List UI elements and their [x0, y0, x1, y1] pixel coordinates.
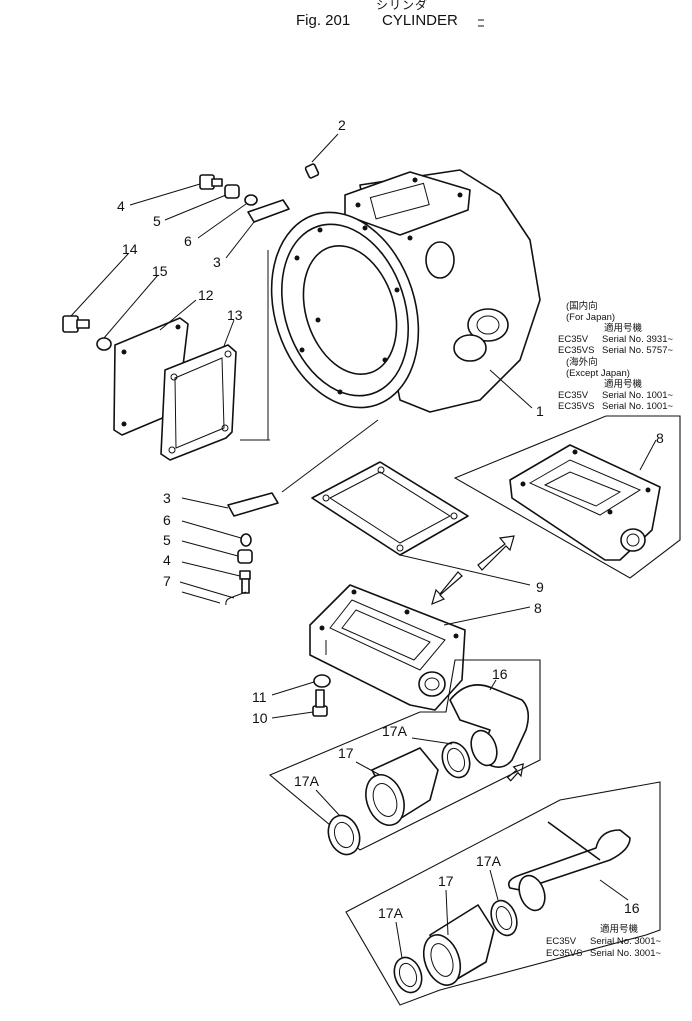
callout-16-upper: 16 — [492, 666, 508, 682]
row1-serial: Serial No. 3931~ — [602, 334, 673, 345]
lower-small-parts — [179, 492, 279, 606]
callout-10: 10 — [252, 710, 268, 726]
mount-bolt-parts — [271, 674, 331, 719]
applic-jp-2: 適用号機 — [604, 378, 643, 390]
left-cover-parts — [62, 250, 379, 493]
callout-1: 1 — [536, 403, 544, 419]
callout-12: 12 — [198, 287, 214, 303]
row1-model: EC35V — [558, 334, 589, 345]
row2-model: EC35VS — [558, 345, 594, 356]
callout-16-lower: 16 — [624, 900, 640, 916]
callout-4: 4 — [117, 198, 125, 214]
serial-note-lower: 適用号機 EC35V Serial No. 3001~ EC35VS Seria… — [546, 923, 661, 959]
callout-3: 3 — [213, 254, 221, 270]
page-title: CYLINDER — [382, 12, 458, 29]
top-small-parts — [129, 133, 339, 259]
callout-17A-2: 17A — [294, 773, 320, 789]
upper-right-variant — [453, 415, 681, 579]
callout-3-lower: 3 — [163, 490, 171, 506]
figure-number: Fig. 201 — [296, 12, 350, 29]
lower-row2-model: EC35VS — [546, 948, 582, 959]
serial-note-upper: (国内向 (For Japan) 適用号機 EC35V Serial No. 3… — [558, 300, 673, 412]
cylinder-body-part — [270, 169, 541, 413]
middle-fitting-frame — [268, 659, 541, 851]
callout-17A-4: 17A — [378, 905, 404, 921]
lower-row1-serial: Serial No. 3001~ — [590, 936, 661, 947]
except-japan: (Except Japan) — [566, 368, 630, 379]
callout-13: 13 — [227, 307, 243, 323]
callout-17A-1: 17A — [382, 723, 408, 739]
japan-jp: (国内向 — [566, 300, 598, 312]
callout-6: 6 — [184, 233, 192, 249]
callout-15: 15 — [152, 263, 168, 279]
lower-row2-serial: Serial No. 3001~ — [590, 948, 661, 959]
row3-serial: Serial No. 1001~ — [602, 390, 673, 401]
callout-7: 7 — [163, 573, 171, 589]
row4-model: EC35VS — [558, 401, 594, 412]
export-jp: (海外向 — [566, 356, 598, 368]
row3-model: EC35V — [558, 390, 589, 401]
callout-8-lower: 8 — [534, 600, 542, 616]
callout-4-lower: 4 — [163, 552, 171, 568]
callout-6-lower: 6 — [163, 512, 171, 528]
callout-17A-3: 17A — [476, 853, 502, 869]
callout-17-upper: 17 — [338, 745, 354, 761]
lower-row1-model: EC35V — [546, 936, 577, 947]
callout-2: 2 — [338, 117, 346, 133]
callout-11: 11 — [252, 689, 267, 705]
callout-9: 9 — [536, 579, 544, 595]
title-mark — [478, 19, 484, 27]
callout-labels: 2 4 5 6 3 14 15 12 13 1 8 3 6 5 4 7 9 8 … — [117, 117, 664, 921]
row4-serial: Serial No. 1001~ — [602, 401, 673, 412]
callout-5: 5 — [153, 213, 161, 229]
for-japan: (For Japan) — [566, 312, 615, 323]
row2-serial: Serial No. 5757~ — [602, 345, 673, 356]
callout-5-lower: 5 — [163, 532, 171, 548]
japanese-title: シリンダ — [376, 0, 428, 12]
lower-variant — [345, 781, 661, 1006]
callout-14: 14 — [122, 241, 138, 257]
gasket-part-9 — [311, 461, 531, 586]
figure-header: シリンダ Fig. 201 CYLINDER — [296, 0, 484, 29]
callout-17-lower: 17 — [438, 873, 454, 889]
middle-coupling-parts — [315, 737, 471, 856]
lower-applic-jp: 適用号機 — [600, 923, 639, 935]
elbow-part-16 — [449, 679, 530, 768]
callout-8-upper: 8 — [656, 430, 664, 446]
applic-jp-1: 適用号機 — [604, 322, 643, 334]
